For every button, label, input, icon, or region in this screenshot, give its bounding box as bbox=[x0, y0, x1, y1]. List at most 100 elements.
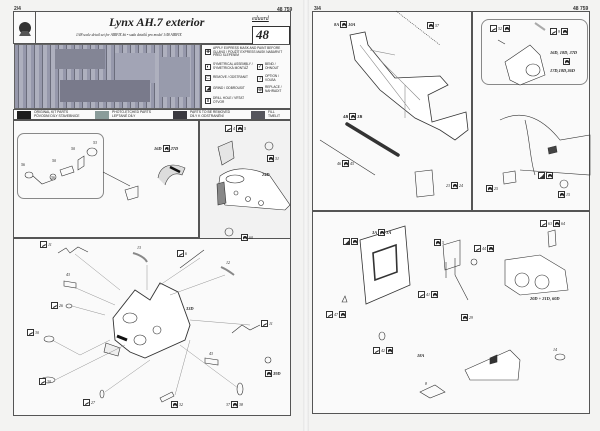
cabin-drawing bbox=[497, 22, 591, 189]
color-swatch bbox=[173, 111, 187, 119]
photo-etched-icon bbox=[461, 314, 468, 321]
detail-inset bbox=[17, 133, 104, 199]
grind-icon bbox=[538, 172, 545, 179]
part-number: 32 bbox=[179, 402, 183, 407]
legend-item: ◢GRIND / ODBROUSIT bbox=[205, 86, 253, 92]
photo-etched-icon bbox=[267, 155, 274, 162]
part-callout: 63 64 bbox=[540, 220, 565, 227]
part-callout bbox=[563, 58, 570, 65]
replace-icon: ⊕ bbox=[257, 86, 263, 93]
part-number: 63 bbox=[548, 221, 552, 226]
part-number: 18A bbox=[417, 353, 425, 358]
part-number: 8 bbox=[425, 381, 427, 386]
part-number: 15 bbox=[566, 192, 570, 197]
part-number: 23 bbox=[446, 183, 450, 188]
photo-etched-icon bbox=[486, 185, 493, 192]
part-number: 43 bbox=[209, 351, 213, 356]
part-number: 6 bbox=[185, 251, 187, 256]
part-callout: 52 bbox=[490, 25, 510, 32]
part-number: 11 bbox=[269, 321, 273, 326]
legend-item: ▭REMOVE / ODSTRANIT bbox=[205, 75, 253, 81]
step-box-cabin bbox=[472, 11, 590, 211]
part-number: 42 bbox=[381, 348, 385, 353]
grind-icon: ◢ bbox=[205, 86, 211, 92]
page-title: Lynx AH.7 exterior bbox=[109, 15, 205, 29]
part-callout: 53 bbox=[93, 140, 97, 145]
part-callout: 12 bbox=[226, 260, 230, 265]
product-code-right: 48 759 bbox=[573, 6, 589, 12]
bend-icon bbox=[418, 291, 425, 298]
part-callout: 23 24 bbox=[446, 182, 463, 189]
photo-etched-icon bbox=[342, 160, 349, 167]
part-callout: 43 bbox=[66, 272, 70, 277]
part-callout: 25 bbox=[486, 185, 498, 192]
part-number: 3A bbox=[372, 230, 378, 235]
color-swatch bbox=[95, 111, 109, 119]
part-callout: 6 bbox=[177, 250, 187, 257]
symmetrical-icon: ◐ bbox=[205, 63, 211, 70]
part-number: 64 bbox=[561, 221, 565, 226]
part-callout: 29 bbox=[461, 314, 473, 321]
part-callout: 50 bbox=[52, 158, 56, 163]
photo-etched-icon bbox=[236, 125, 243, 132]
part-callout: 16D, 18D, 37D bbox=[550, 50, 577, 55]
photo-etched-icon bbox=[561, 28, 568, 35]
photo-etched-icon bbox=[553, 220, 560, 227]
part-callout: 24D bbox=[262, 172, 270, 177]
part-number: 56 bbox=[51, 175, 55, 180]
bend-icon bbox=[490, 25, 497, 32]
part-number: 17D,18D,36D bbox=[550, 68, 575, 73]
part-number: 30 bbox=[35, 330, 39, 335]
legend-text: REPLACE / NAHRADIT bbox=[265, 85, 282, 93]
bend-icon: ✓ bbox=[257, 63, 263, 70]
part-callout: 31 bbox=[267, 155, 279, 162]
part-number: 27 bbox=[91, 400, 95, 405]
legend-text: BEND / OHNOUT bbox=[265, 62, 279, 70]
page-fold bbox=[303, 0, 309, 431]
photo-etched-icon bbox=[487, 245, 494, 252]
color-swatch bbox=[17, 111, 31, 119]
part-number: 14 bbox=[553, 347, 557, 352]
part-number: 44 bbox=[482, 246, 486, 251]
part-number: 52 bbox=[498, 26, 502, 31]
part-callout: 26 bbox=[51, 302, 63, 309]
part-number: 30 bbox=[47, 379, 51, 384]
door-assembly-drawing bbox=[341, 225, 569, 399]
part-callout: 27 bbox=[83, 399, 95, 406]
part-callout: 50 bbox=[71, 146, 75, 151]
photo-etched-icon bbox=[558, 191, 565, 198]
part-number: 27D bbox=[170, 146, 179, 151]
part-number: 10A bbox=[348, 22, 356, 27]
photo-etched-icon bbox=[431, 291, 438, 298]
photo-etched-icon bbox=[162, 145, 170, 152]
part-callout: 17D,18D,36D bbox=[550, 68, 575, 73]
part-number: 50 bbox=[52, 158, 56, 163]
part-number: 50 bbox=[71, 146, 75, 151]
part-number: 37 bbox=[226, 402, 230, 407]
part-callout: 20D + 21D, 60D bbox=[530, 296, 560, 301]
bend-icon bbox=[51, 302, 58, 309]
part-number: 3B bbox=[357, 114, 363, 119]
page-number-right: 3/4 bbox=[314, 6, 321, 12]
legend-text: SYMETRICAL ASSEMBLY / SYMETRICKÁ MONTÁŽ bbox=[213, 62, 253, 70]
bend-icon bbox=[474, 245, 481, 252]
part-callout: 42 bbox=[373, 347, 393, 354]
photo-etched-icon bbox=[386, 347, 393, 354]
part-number: 5 bbox=[244, 126, 246, 131]
step-box-fuselage bbox=[312, 11, 472, 211]
symbol-legend: ✚APPLY EXPRESS MASK AND PAINT BEFORE GLU… bbox=[201, 44, 291, 109]
part-callout: 5 bbox=[434, 239, 444, 246]
photo-etched-icon bbox=[563, 58, 570, 65]
bend-icon bbox=[326, 311, 333, 318]
bend-icon bbox=[39, 378, 46, 385]
part-number: 11 bbox=[48, 242, 52, 247]
part-number: 24 bbox=[459, 183, 463, 188]
part-callout: 18A bbox=[417, 353, 424, 358]
part-number: 24D bbox=[262, 172, 270, 177]
